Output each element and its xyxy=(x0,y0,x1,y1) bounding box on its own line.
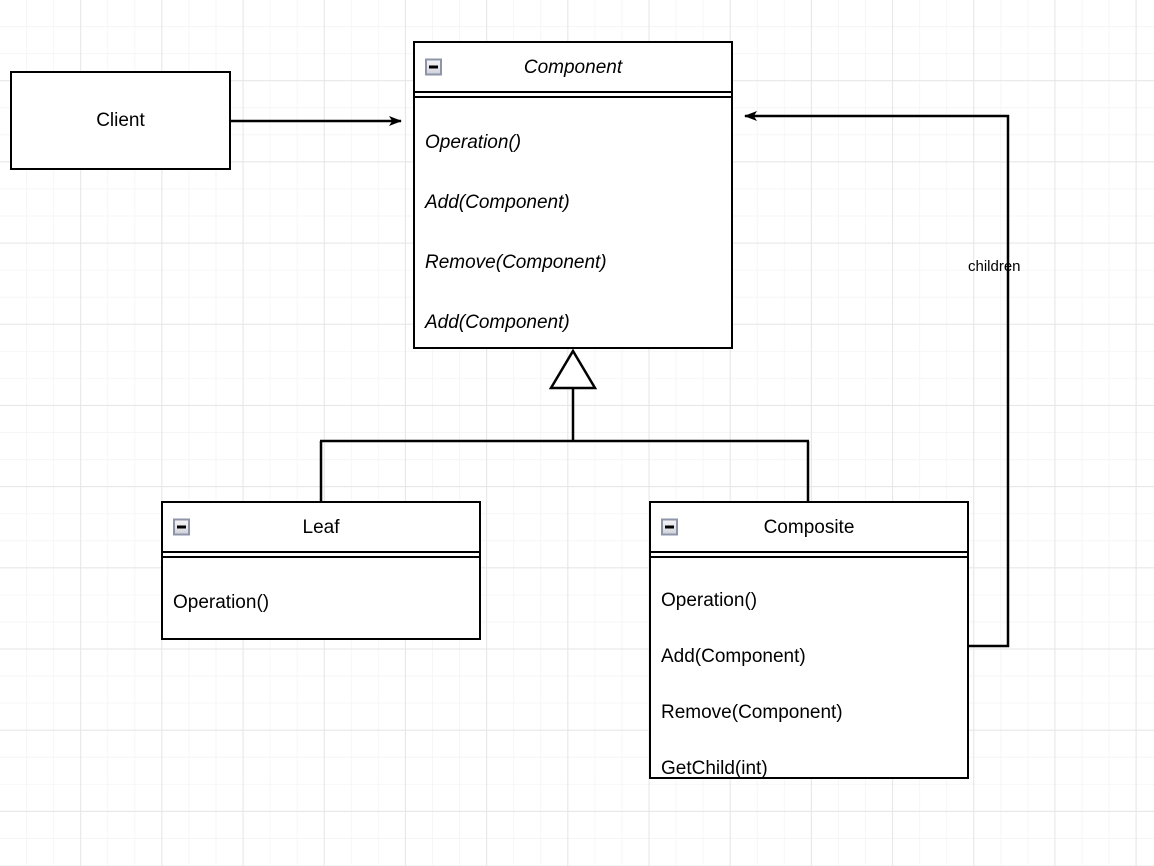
class-box-leaf[interactable]: Leaf Operation() xyxy=(161,501,481,640)
class-box-composite[interactable]: Composite Operation() Add(Component) Rem… xyxy=(649,501,969,779)
minus-bar xyxy=(177,525,186,529)
edge-label-children: children xyxy=(968,258,1021,275)
class-member: Operation() xyxy=(173,591,270,613)
class-header-leaf: Leaf xyxy=(163,503,479,551)
class-header-composite: Composite xyxy=(651,503,967,551)
class-title-composite: Composite xyxy=(763,516,855,538)
header-separator xyxy=(415,91,731,98)
class-box-component[interactable]: Component Operation() Add(Component) Rem… xyxy=(413,41,733,349)
class-member: Operation() xyxy=(425,131,522,153)
class-box-client[interactable]: Client xyxy=(10,71,231,170)
class-member: Add(Component) xyxy=(425,191,570,213)
class-title-client: Client xyxy=(96,110,145,131)
class-member: GetChild(int) xyxy=(661,757,768,779)
class-members-composite: Operation() Add(Component) Remove(Compon… xyxy=(651,558,967,806)
class-member: Remove(Component) xyxy=(661,701,843,723)
class-title-leaf: Leaf xyxy=(302,516,340,538)
class-member: Add(Component) xyxy=(661,645,806,667)
header-separator xyxy=(651,551,967,558)
class-header-component: Component xyxy=(415,43,731,91)
collapse-minus-icon[interactable] xyxy=(661,518,678,536)
class-title-component: Component xyxy=(523,56,623,78)
class-members-leaf: Operation() xyxy=(163,558,479,642)
collapse-minus-icon[interactable] xyxy=(173,518,190,536)
class-member: Remove(Component) xyxy=(425,251,607,273)
minus-bar xyxy=(665,525,674,529)
class-members-component: Operation() Add(Component) Remove(Compon… xyxy=(415,98,731,362)
edge-generalization xyxy=(319,348,810,501)
header-separator xyxy=(163,551,479,558)
collapse-minus-icon[interactable] xyxy=(425,58,442,76)
class-member: Operation() xyxy=(661,589,758,611)
class-member: Add(Component) xyxy=(425,311,570,333)
minus-bar xyxy=(429,65,438,69)
